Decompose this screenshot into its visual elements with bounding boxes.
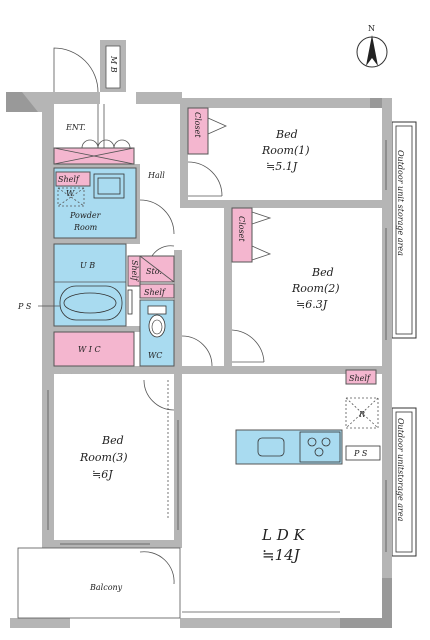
shelf-storage-label: Shelf	[144, 288, 167, 297]
hall-label: Hall	[147, 171, 165, 180]
bed2-line2: Room(2)	[291, 282, 340, 295]
unit-bath: U B	[53, 243, 133, 327]
bed1-line2: Room(1)	[261, 144, 310, 157]
walk-in-closet: W I C	[53, 331, 135, 387]
ps-right-label: P S	[353, 449, 368, 458]
storage-label: Sto.	[146, 267, 162, 276]
unit-bath-label: U B	[80, 261, 95, 270]
entrance-label: ENT.	[65, 123, 86, 132]
ps-left-label: P S	[17, 302, 32, 311]
outdoor-unit-storage-upper: Outdoor unit storage area	[391, 121, 417, 339]
bed2-name: Bed	[311, 266, 334, 279]
outdoor-lower-label: Outdoor unitstorage area	[396, 418, 405, 522]
balcony-label: Balcony	[89, 583, 123, 592]
wc-label: WC	[148, 351, 162, 360]
entrance-door-swing	[53, 47, 99, 93]
shelf-vertical-label: Shelf	[130, 260, 139, 283]
ldk: L D K ≒14J Shelf R P S	[177, 369, 387, 618]
powder-label: Powder	[69, 211, 102, 220]
balcony: Balcony	[17, 547, 181, 619]
closet-1	[187, 107, 209, 155]
bed3-area: ≒6J	[92, 468, 113, 481]
storage-area: Shelf Sto. Shelf	[127, 245, 175, 299]
bed3-name: Bed	[101, 434, 124, 447]
meter-box: M B	[100, 40, 126, 92]
ldk-name: L D K	[261, 526, 306, 544]
closet-1-label: Closet	[193, 112, 202, 138]
bedroom-1: Closet Bed Room(1) ≒5.1J	[187, 107, 382, 200]
powder-room: Shelf W Powder Room	[53, 167, 175, 239]
bed3-line2: Room(3)	[79, 451, 128, 464]
closet-2-label: Closet	[237, 216, 246, 242]
entrance: ENT.	[53, 104, 136, 165]
north-arrow-icon: N	[356, 24, 388, 68]
ps-left: P S	[17, 302, 60, 311]
refrigerator-label: R	[358, 410, 365, 419]
ldk-area: ≒14J	[262, 546, 301, 564]
shelf-entry-label: Shelf	[58, 175, 81, 184]
north-letter: N	[368, 24, 375, 33]
wc: WC	[139, 299, 213, 367]
wic-label: W I C	[78, 345, 101, 354]
closet-2	[231, 207, 253, 263]
bedroom-3: Bed Room(3) ≒6J	[54, 374, 175, 540]
powder-room-label: Room	[73, 223, 98, 232]
bed1-name: Bed	[275, 128, 298, 141]
bed2-area: ≒6.3J	[296, 298, 328, 311]
windows	[47, 140, 387, 545]
bedroom-2: Closet Bed Room(2) ≒6.3J	[231, 207, 382, 366]
bed1-area: ≒5.1J	[266, 160, 298, 173]
outdoor-upper-label: Outdoor unit storage area	[396, 150, 405, 256]
powder-w-label: W	[66, 189, 75, 198]
mb-label: M B	[109, 55, 118, 73]
outdoor-unit-storage-lower: Outdoor unitstorage area	[391, 407, 417, 557]
shelf-ldk-label: Shelf	[349, 374, 372, 383]
